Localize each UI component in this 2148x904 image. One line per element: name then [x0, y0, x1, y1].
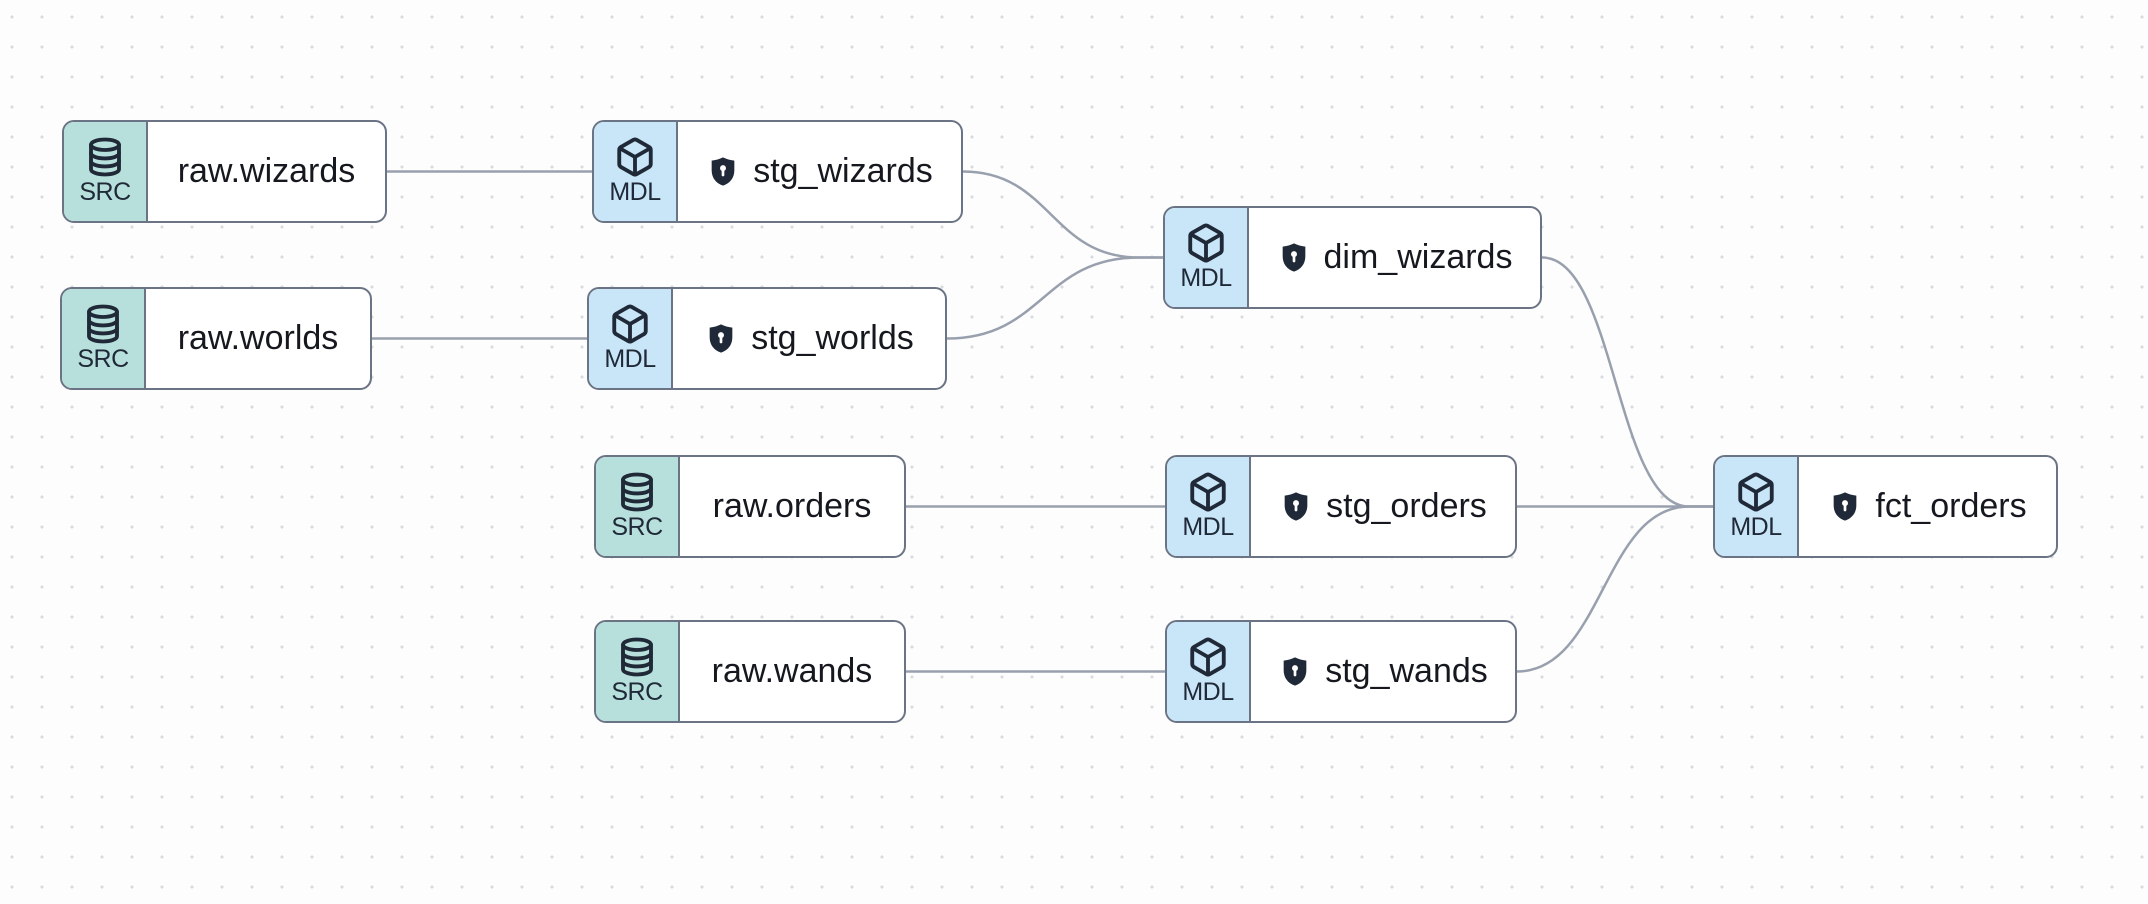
mdl-badge: MDL [589, 289, 673, 388]
badge-label: SRC [79, 178, 131, 207]
cube-icon [1738, 472, 1774, 512]
node-label: stg_wands [1325, 652, 1488, 690]
mdl-badge: MDL [1715, 457, 1799, 556]
mdl-badge: MDL [594, 122, 678, 221]
shield-lock-icon [1282, 243, 1305, 272]
node-body: dim_wizards [1249, 208, 1540, 307]
database-icon [621, 637, 653, 677]
src-badge: SRC [596, 622, 680, 721]
src-badge: SRC [596, 457, 680, 556]
node-body: stg_wizards [678, 122, 961, 221]
shield-lock-icon [1284, 492, 1308, 521]
node-raw_wands[interactable]: SRC raw.wands [594, 620, 906, 723]
cube-icon [612, 304, 648, 344]
cube-icon [1190, 472, 1226, 512]
badge-label: MDL [1730, 513, 1782, 542]
shield-lock-icon [711, 157, 735, 186]
badge-label: SRC [77, 345, 129, 374]
src-badge: SRC [64, 122, 148, 221]
node-body: stg_worlds [673, 289, 945, 388]
node-raw_worlds[interactable]: SRC raw.worlds [60, 287, 372, 390]
cube-icon [617, 137, 653, 177]
node-stg_orders[interactable]: MDL stg_orders [1165, 455, 1517, 558]
node-body: raw.orders [680, 457, 904, 556]
node-raw_wizards[interactable]: SRC raw.wizards [62, 120, 387, 223]
node-body: raw.wizards [148, 122, 385, 221]
edge-stg_wands-to-fct_orders [1516, 505, 1713, 673]
shield-lock-icon [1283, 657, 1307, 686]
mdl-badge: MDL [1167, 457, 1251, 556]
database-icon [89, 137, 121, 177]
node-label: raw.worlds [177, 319, 339, 357]
edge-dim_wizards-to-fct_orders [1541, 256, 1713, 508]
node-label: fct_orders [1875, 487, 2027, 525]
node-label: stg_worlds [751, 319, 914, 357]
node-label: stg_orders [1326, 487, 1487, 525]
node-label: raw.wands [711, 652, 873, 690]
node-body: stg_wands [1251, 622, 1515, 721]
src-badge: SRC [62, 289, 146, 388]
shield-lock-icon [1834, 492, 1857, 521]
node-stg_wizards[interactable]: MDL stg_wizards [592, 120, 963, 223]
node-body: fct_orders [1799, 457, 2056, 556]
database-icon [87, 304, 119, 344]
node-dim_wizards[interactable]: MDL dim_wizards [1163, 206, 1542, 309]
node-stg_worlds[interactable]: MDL stg_worlds [587, 287, 947, 390]
node-label: raw.wizards [177, 152, 356, 190]
node-label: stg_wizards [753, 152, 933, 190]
node-label: dim_wizards [1323, 238, 1513, 276]
edge-stg_worlds-to-dim_wizards [946, 256, 1163, 340]
node-label: raw.orders [712, 487, 872, 525]
edge-stg_wizards-to-dim_wizards [962, 170, 1163, 259]
badge-label: SRC [611, 678, 663, 707]
node-body: raw.worlds [146, 289, 370, 388]
node-stg_wands[interactable]: MDL stg_wands [1165, 620, 1517, 723]
badge-label: SRC [611, 513, 663, 542]
badge-label: MDL [609, 178, 661, 207]
mdl-badge: MDL [1165, 208, 1249, 307]
node-body: raw.wands [680, 622, 904, 721]
badge-label: MDL [1182, 678, 1234, 707]
mdl-badge: MDL [1167, 622, 1251, 721]
shield-lock-icon [709, 324, 733, 353]
cube-icon [1190, 637, 1226, 677]
badge-label: MDL [1180, 264, 1232, 293]
badge-label: MDL [604, 345, 656, 374]
node-raw_orders[interactable]: SRC raw.orders [594, 455, 906, 558]
database-icon [621, 472, 653, 512]
node-body: stg_orders [1251, 457, 1515, 556]
badge-label: MDL [1182, 513, 1234, 542]
cube-icon [1188, 223, 1224, 263]
node-fct_orders[interactable]: MDL fct_orders [1713, 455, 2058, 558]
